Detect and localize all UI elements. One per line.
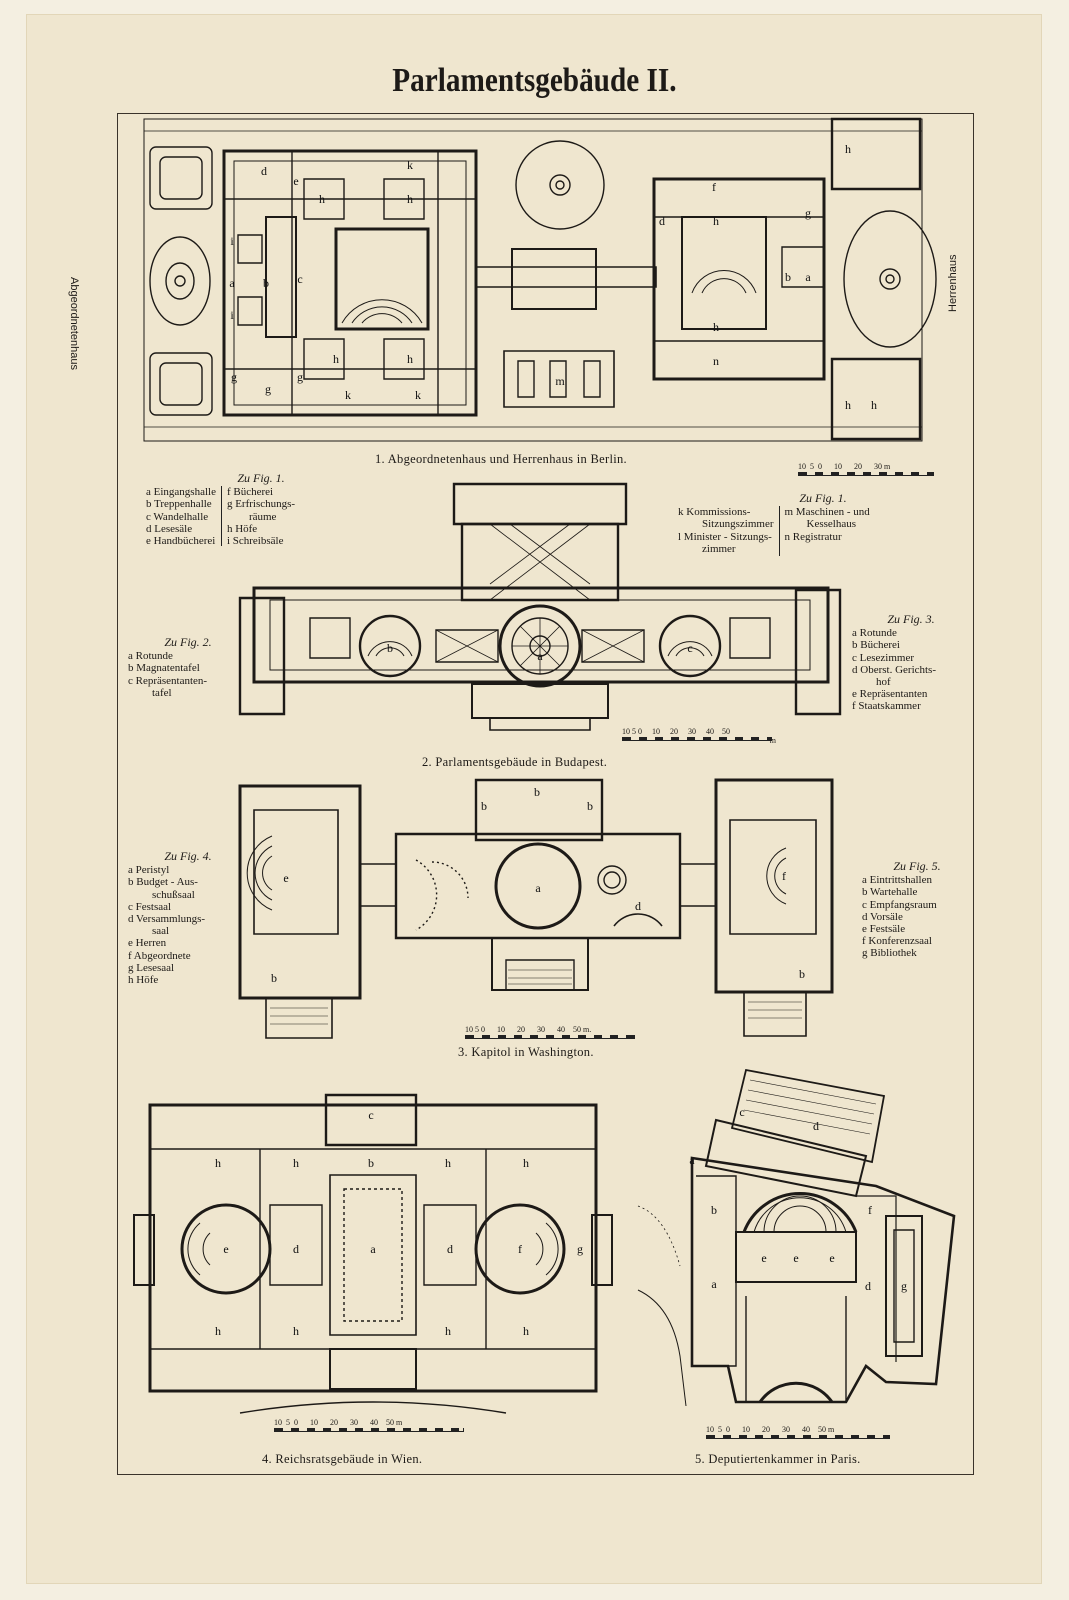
fig2-caption: 2. Parlamentsgebäude in Budapest. [422,755,608,769]
room-letter: i [230,234,234,248]
fig5-scale: 10 5 0 10 20 30 40 50 m [706,1425,890,1439]
room-letter: h [445,1324,451,1338]
room-letter: b [587,799,593,813]
room-letter: e [223,1242,228,1256]
room-letter: i [230,308,234,322]
fig5-legend: Zu Fig. 5. a Eintrittshallen b Wartehall… [862,859,941,960]
fig5-plan: c d a b f e e e a d g [636,1066,970,1421]
room-letter: g [901,1279,907,1293]
room-letter: e [793,1251,798,1265]
room-letter: h [871,398,877,412]
room-letter: g [265,382,271,396]
room-letter: f [782,869,786,883]
room-letter: k [415,388,421,402]
room-letter: d [865,1279,871,1293]
room-letter: h [319,192,325,206]
room-letter: e [283,871,288,885]
fig1-caption: 1. Abgeordnetenhaus und Herrenhaus in Be… [375,452,627,466]
fig5-caption: 5. Deputiertenkammer in Paris. [695,1452,861,1466]
room-letter: b [481,799,487,813]
room-letter: a [229,276,235,290]
room-letter: h [713,320,719,334]
room-letter: a [689,1153,695,1167]
room-letter: h [523,1156,529,1170]
room-letter: c [368,1108,373,1122]
room-letter: h [713,214,719,228]
room-letter: a [805,270,811,284]
room-letter: h [445,1156,451,1170]
fig1-scale: 10 5 0 10 20 30 m [798,462,934,476]
room-letter: g [577,1242,583,1256]
room-letter: d [659,214,665,228]
room-letter: h [333,352,339,366]
room-letter: h [407,352,413,366]
room-letter: k [345,388,351,402]
fig1-label-left: Abgeordnetenhaus [68,277,80,370]
room-letter: b [799,967,805,981]
room-letter: b [534,785,540,799]
room-letter: d [813,1119,819,1133]
room-letter: d [293,1242,299,1256]
room-letter: n [713,354,719,368]
room-letter: a [535,881,541,895]
room-letter: h [293,1156,299,1170]
room-letter: h [845,142,851,156]
room-letter: f [868,1203,872,1217]
room-letter: b [368,1156,374,1170]
room-letter: a [537,649,543,663]
room-letter: a [711,1277,717,1291]
room-letter: h [407,192,413,206]
room-letter: g [297,370,303,384]
room-letter: h [845,398,851,412]
fig1-legend-left: Zu Fig. 1. a Eingangshalle b Treppenhall… [146,471,296,548]
fig3-legend: Zu Fig. 3. a Rotunde b Bücherei c Lesezi… [852,612,937,713]
room-letter: c [297,272,302,286]
room-letter: e [293,174,298,188]
fig1-legend-right: Zu Fig. 1. k Kommissions- Sitzungszimmer… [678,491,870,557]
fig4-legend: Zu Fig. 4. a Peristyl b Budget - Aus- sc… [128,849,212,987]
fig2-scale: 10 5 0 10 20 30 40 50 m [622,727,776,745]
room-letter: m [555,374,565,388]
room-letter: d [261,164,267,178]
room-letter: e [829,1251,834,1265]
room-letter: f [712,180,716,194]
fig2-legend: Zu Fig. 2. a Rotunde b Magnatentafel c R… [128,635,212,699]
room-letter: a [370,1242,376,1256]
room-letter: b [785,270,791,284]
room-letter: c [687,641,692,655]
room-letter: b [387,641,393,655]
room-letter: h [293,1324,299,1338]
room-letter: b [263,276,269,290]
fig3-caption: 3. Kapitol in Washington. [458,1045,594,1059]
room-letter: g [805,206,811,220]
fig3-plan: b b b a d e b f b [236,780,856,1060]
room-letter: b [271,971,277,985]
room-letter: h [215,1324,221,1338]
fig2-plan: b a c [240,480,840,740]
room-letter: b [711,1203,717,1217]
fig1-plan: d e k h h i a b c i h h g g g k k h f d … [142,117,942,447]
fig4-scale: 10 5 0 10 20 30 40 50 m [274,1418,464,1432]
page-title: Parlamentsgebäude II. [392,62,677,99]
room-letter: d [447,1242,453,1256]
paper-sheet [26,14,1042,1584]
room-letter: h [523,1324,529,1338]
room-letter: g [231,370,237,384]
fig4-plan: c h h b h h e d a d f g h h h h [130,1095,616,1425]
fig1-label-right: Herrenhaus [947,254,959,312]
room-letter: e [761,1251,766,1265]
plate-frame [117,113,974,1475]
room-letter: d [635,899,641,913]
room-letter: k [407,158,413,172]
room-letter: h [215,1156,221,1170]
room-letter: c [739,1105,744,1119]
fig4-caption: 4. Reichsratsgebäude in Wien. [262,1452,423,1466]
fig3-scale: 10 5 0 10 20 30 40 50 m. [465,1025,635,1039]
room-letter: f [518,1242,522,1256]
